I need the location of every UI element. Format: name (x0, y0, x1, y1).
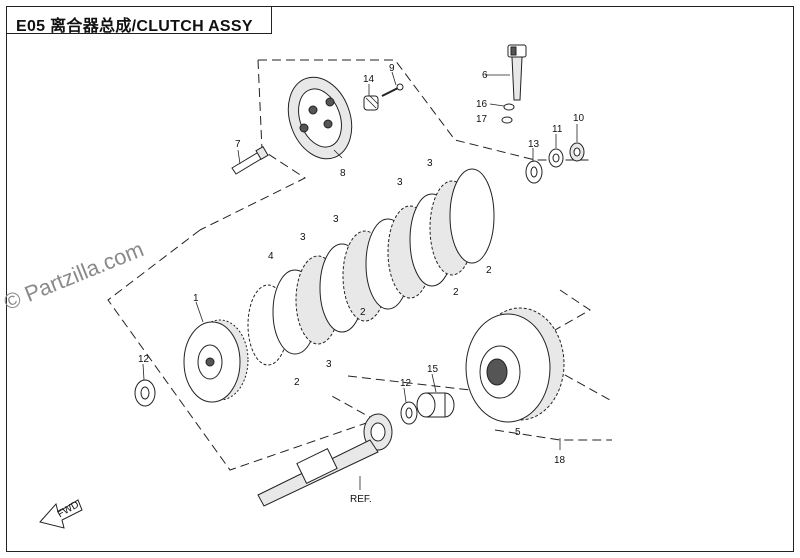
part-13-washer (525, 160, 543, 184)
callout-8: 8 (340, 168, 346, 179)
callout-3-d: 3 (300, 232, 306, 243)
callout-13: 13 (528, 139, 540, 150)
callout-18: 18 (554, 455, 566, 466)
part-10-nut (569, 142, 585, 162)
callout-2-c: 2 (360, 307, 366, 318)
part-12-washer-left (134, 379, 156, 407)
callout-2-b: 2 (453, 287, 459, 298)
part-8-pressure-plate (287, 76, 353, 160)
callout-3-a: 3 (427, 158, 433, 169)
callout-17: 17 (476, 114, 488, 125)
callout-10: 10 (573, 113, 585, 124)
callout-15: 15 (427, 364, 439, 375)
callout-12-a: 12 (138, 354, 150, 365)
group-outline-cover (199, 59, 307, 231)
diagram-frame (6, 6, 794, 552)
callout-3-c: 3 (333, 214, 339, 225)
callout-2-d: 2 (294, 377, 300, 388)
part-9-bolt (381, 83, 404, 97)
callout-11: 11 (552, 124, 563, 135)
callout-2-a: 2 (486, 265, 492, 276)
part-1-clutch-hub (183, 319, 249, 403)
callout-4: 4 (268, 251, 274, 262)
part-14-spring (363, 95, 379, 111)
callout-5: 5 (515, 427, 521, 438)
part-7-push-rod (231, 145, 269, 175)
main-shaft (257, 439, 379, 507)
clutch-plate-stack (247, 168, 495, 366)
part-11-washer (548, 148, 564, 168)
title-box: E05 离合器总成/CLUTCH ASSY (6, 6, 272, 35)
part-15-bushing (416, 392, 455, 418)
diagram-title: E05 离合器总成/CLUTCH ASSY (16, 18, 253, 35)
callout-14: 14 (363, 74, 375, 85)
callout-7: 7 (235, 139, 241, 150)
callout-9: 9 (389, 63, 395, 74)
part-16-oring (503, 103, 515, 111)
group-outline-left (107, 229, 377, 471)
fwd-arrow-icon (39, 499, 83, 529)
ref-label: REF. (350, 494, 372, 505)
callout-16: 16 (476, 99, 488, 110)
part-5-clutch-housing (465, 307, 565, 423)
group-outline-right (518, 289, 611, 401)
part-6-release-shaft (507, 44, 527, 101)
callout-1: 1 (193, 293, 199, 304)
callout-12-b: 12 (400, 378, 412, 389)
callout-3-b: 3 (397, 177, 403, 188)
part-12-washer-right (400, 401, 418, 425)
group-outline-bottom (494, 429, 612, 441)
callout-3-e: 3 (326, 359, 332, 370)
callout-6: 6 (482, 70, 488, 81)
part-17-circlip (501, 116, 513, 124)
